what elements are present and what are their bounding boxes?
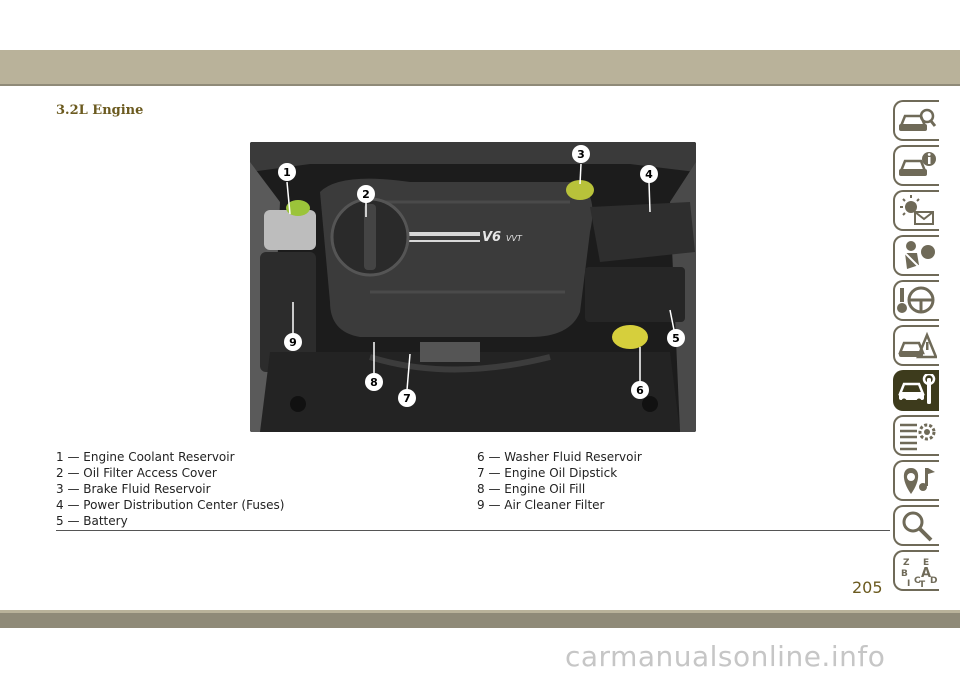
callout-9: 9 <box>284 333 302 351</box>
header-band <box>0 50 960 86</box>
svg-text:2: 2 <box>362 188 370 201</box>
callout-3: 3 <box>572 145 590 163</box>
section-title: 3.2L Engine <box>56 103 144 118</box>
svg-text:A: A <box>921 566 931 581</box>
svg-text:1: 1 <box>283 166 291 179</box>
airbag-seat-icon <box>904 240 935 270</box>
tab-search[interactable] <box>893 505 939 546</box>
legend-item: 8 — Engine Oil Fill <box>477 482 586 496</box>
svg-text:5: 5 <box>672 332 680 345</box>
svg-text:B: B <box>901 569 908 579</box>
watermark: carmanualsonline.info <box>565 640 886 673</box>
legend-item: 5 — Battery <box>56 514 128 528</box>
tab-index[interactable]: Z E B A I C T D <box>893 550 939 591</box>
svg-text:T: T <box>919 580 926 588</box>
tab-car-search[interactable] <box>893 100 939 141</box>
callout-markers: 1 2 3 4 5 6 7 8 9 <box>278 145 685 407</box>
car-info-icon <box>899 151 936 176</box>
legend-item: 6 — Washer Fluid Reservoir <box>477 450 642 464</box>
warning-light-message-icon <box>900 194 934 225</box>
svg-text:8: 8 <box>370 376 378 389</box>
car-warning-triangle-icon <box>898 331 937 358</box>
callout-4: 4 <box>640 165 658 183</box>
tab-safety[interactable] <box>893 235 939 276</box>
legend-left: 1 — Engine Coolant Reservoir 2 — Oil Fil… <box>56 449 285 529</box>
tab-car-info[interactable] <box>893 145 939 186</box>
steering-wheel-icon <box>897 286 935 313</box>
specifications-gear-icon <box>900 423 936 450</box>
page-number: 205 <box>852 578 883 597</box>
callout-2: 2 <box>357 185 375 203</box>
callout-1: 1 <box>278 163 296 181</box>
legend-item: 1 — Engine Coolant Reservoir <box>56 450 235 464</box>
footer-band <box>0 610 960 628</box>
multimedia-icon <box>903 467 935 494</box>
callout-8: 8 <box>365 373 383 391</box>
tab-servicing-maintenance[interactable] <box>893 370 939 411</box>
callout-6: 6 <box>631 381 649 399</box>
callout-5: 5 <box>667 329 685 347</box>
svg-text:4: 4 <box>645 168 653 181</box>
engine-badge: V6 <box>482 230 501 245</box>
divider <box>56 530 890 531</box>
legend-item: 7 — Engine Oil Dipstick <box>477 466 618 480</box>
legend-right: 6 — Washer Fluid Reservoir 7 — Engine Oi… <box>477 449 642 513</box>
svg-text:C: C <box>914 576 921 586</box>
svg-text:6: 6 <box>636 384 644 397</box>
tab-starting-operating[interactable] <box>893 280 939 321</box>
legend-item: 9 — Air Cleaner Filter <box>477 498 605 512</box>
letters-index-icon: Z E B A I C T D <box>901 558 937 588</box>
legend-item: 4 — Power Distribution Center (Fuses) <box>56 498 285 512</box>
svg-text:I: I <box>907 579 910 588</box>
tab-specifications[interactable] <box>893 415 939 456</box>
svg-text:9: 9 <box>289 336 297 349</box>
car-search-icon <box>899 108 937 131</box>
svg-text:D: D <box>930 576 937 586</box>
svg-text:Z: Z <box>903 558 910 568</box>
engine-badge-sub: VVT <box>506 234 523 243</box>
svg-text:7: 7 <box>403 392 411 405</box>
legend-item: 2 — Oil Filter Access Cover <box>56 466 217 480</box>
tab-warning-lights[interactable] <box>893 190 939 231</box>
car-wrench-icon <box>898 373 936 404</box>
tab-emergency[interactable] <box>893 325 939 366</box>
callout-7: 7 <box>398 389 416 407</box>
svg-text:3: 3 <box>577 148 585 161</box>
engine-bay-photo: 1 2 3 4 5 6 7 8 9 V6 VVT <box>250 142 696 432</box>
legend-item: 3 — Brake Fluid Reservoir <box>56 482 211 496</box>
magnifier-index-icon <box>902 511 933 541</box>
tab-multimedia[interactable] <box>893 460 939 501</box>
svg-text:E: E <box>923 558 929 568</box>
